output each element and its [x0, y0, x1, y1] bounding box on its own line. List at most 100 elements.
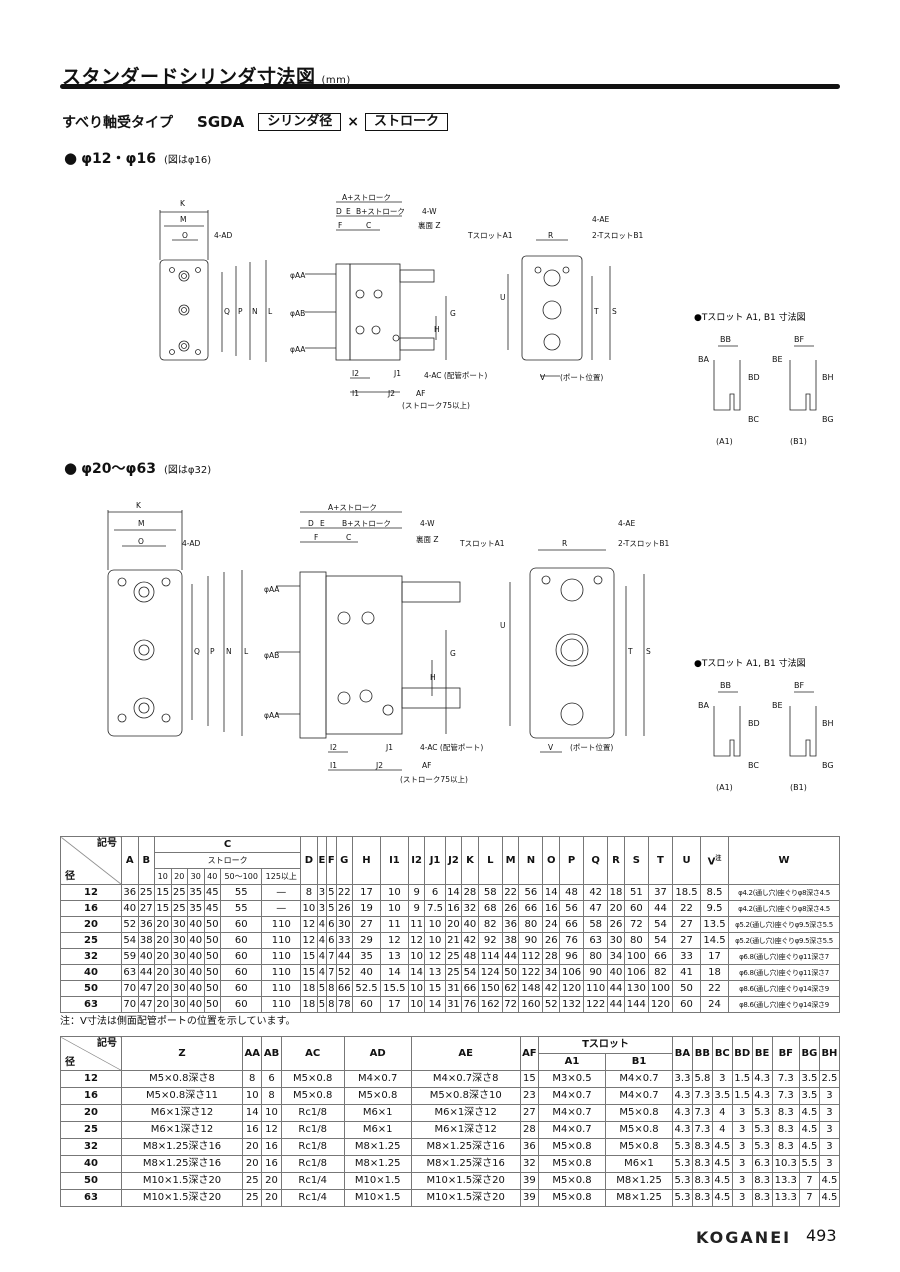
- t2-cell: M8×1.25: [605, 1189, 674, 1207]
- label-AA: φAA: [290, 271, 306, 280]
- section1-heading: ●φ12・φ16(図はφ16): [64, 149, 212, 167]
- label-BG-1: BG: [822, 415, 834, 424]
- label-BB-1: BB: [720, 335, 731, 344]
- t1-cell: 40: [137, 948, 155, 965]
- t2-cell: 5.3: [672, 1138, 693, 1156]
- t1-cell: 28: [461, 884, 479, 901]
- t2-cell: 3: [731, 1121, 753, 1139]
- t2-cell: 4.3: [672, 1087, 693, 1105]
- t1-cell: 10: [300, 900, 318, 917]
- t1-corner: 記号径: [60, 836, 122, 885]
- t1-cell: 100: [647, 980, 674, 997]
- label-I2: I2: [352, 369, 359, 378]
- t2-cell: M8×1.25深さ16: [121, 1138, 243, 1156]
- t1-cell: 60: [219, 996, 263, 1013]
- t2-cell: 13.3: [771, 1189, 800, 1207]
- t1-cell: 96: [558, 948, 585, 965]
- t1-cell: 48: [558, 884, 585, 901]
- t2-cell: M5×0.8: [280, 1070, 345, 1088]
- label-J2-2: J2: [375, 761, 383, 770]
- t1-cell: 58: [477, 884, 503, 901]
- t2-cell: 4.5: [711, 1172, 733, 1190]
- t1-h-O: O: [542, 836, 560, 885]
- times-sign: ×: [347, 114, 359, 130]
- t2-cell: 4.3: [672, 1104, 693, 1122]
- t2-cell: 20: [261, 1189, 282, 1207]
- t1-cell: 4: [316, 964, 328, 981]
- series-label: すべり軸受タイプ: [62, 115, 174, 131]
- label-E: E: [346, 207, 351, 216]
- t1-cell: 40: [187, 932, 205, 949]
- t1-cell: 6: [326, 916, 337, 933]
- t1-h-I2: I2: [407, 836, 426, 885]
- label-A-stroke: A+ストローク: [342, 193, 391, 202]
- t1-cell: 29: [352, 932, 381, 949]
- t2-cell: 3.5: [798, 1087, 820, 1105]
- t1-cell: 47: [137, 980, 155, 997]
- rear-body: [521, 255, 583, 361]
- t1-cell: 5: [326, 900, 337, 917]
- t2-h-A1: A1: [538, 1053, 607, 1071]
- t1-cell: 50: [60, 980, 122, 997]
- label-W-2: 4-W: [420, 519, 435, 528]
- front-body: [159, 259, 209, 361]
- t1-cell: 54: [461, 964, 479, 981]
- t2-cell: 1.5: [731, 1070, 753, 1088]
- label-T: T: [593, 307, 599, 316]
- t2-cell: 8.3: [771, 1121, 800, 1139]
- t2-cell: 4.5: [798, 1138, 820, 1156]
- t1-corner-top: 記号: [97, 838, 117, 849]
- label-O: O: [182, 231, 188, 240]
- t2-h-BG: BG: [798, 1036, 820, 1071]
- t1-cell: 15: [424, 980, 446, 997]
- t1-cell: φ8.6(通し穴)座ぐりφ14深さ9: [728, 980, 840, 997]
- t1-cell: 160: [518, 996, 544, 1013]
- label-AA-2: φAA: [290, 345, 306, 354]
- t1-cell: 4: [316, 948, 328, 965]
- t1-cell: 60: [623, 900, 649, 917]
- t1-cell: 12: [60, 884, 122, 901]
- t1-cell: φ4.2(通し穴)座ぐりφ8深さ4.5: [728, 900, 840, 917]
- t1-cell: 52: [335, 964, 354, 981]
- label-T-2: T: [627, 647, 633, 656]
- t2-cell: 4.3: [751, 1070, 773, 1088]
- title-rule: [60, 84, 840, 89]
- t1-h-J1: J1: [424, 836, 446, 885]
- t1-cell: 16: [60, 900, 122, 917]
- label-BB-2: BB: [720, 681, 731, 690]
- t2-cell: M5×0.8: [343, 1087, 412, 1105]
- model-line: すべり軸受タイプ SGDA シリンダ径 × ストローク: [62, 112, 448, 132]
- label-AD: 4-AD: [214, 231, 232, 240]
- t1-cell: 58: [583, 916, 609, 933]
- t1-cell: 40: [352, 964, 381, 981]
- t1-cell: 13: [379, 948, 409, 965]
- t2-cell: M5×0.8: [280, 1087, 345, 1105]
- t1-cell: 12: [407, 932, 426, 949]
- t1-cell: 114: [477, 948, 503, 965]
- label-N-2: N: [226, 647, 232, 656]
- label-F-2: F: [314, 533, 318, 542]
- t1-cell: 40: [187, 996, 205, 1013]
- t1-cell: 10: [424, 916, 446, 933]
- t1-cell: 12: [300, 932, 318, 949]
- label-E-2: E: [320, 519, 325, 528]
- t2-cell: 25: [241, 1172, 263, 1190]
- t1-cell: 9.5: [699, 900, 730, 917]
- t1-cell: 44: [647, 900, 674, 917]
- label-slotA1: TスロットA1: [467, 231, 513, 240]
- t1-cell: 36: [121, 884, 139, 901]
- t2-cell: 5.5: [798, 1155, 820, 1173]
- t2-cell: 5.3: [751, 1121, 773, 1139]
- t2-cell: M6×1深さ12: [121, 1121, 243, 1139]
- section1-title: φ12・φ16: [81, 151, 156, 167]
- t1-cell: 110: [261, 980, 302, 997]
- t2-cell: M3×0.5: [538, 1070, 607, 1088]
- t1-cell: 10: [407, 948, 426, 965]
